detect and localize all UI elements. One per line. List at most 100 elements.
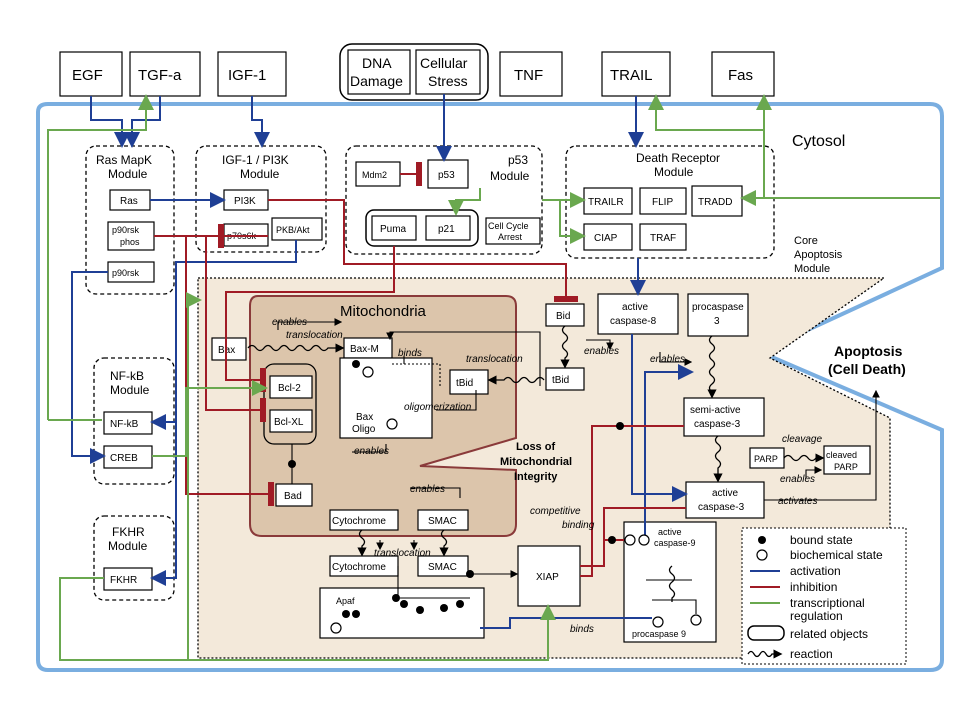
svg-text:Bax: Bax: [356, 412, 373, 423]
svg-text:Module: Module: [490, 169, 530, 183]
svg-text:caspase-8: caspase-8: [610, 316, 657, 327]
node-traf: TRAF: [639, 223, 687, 251]
legend-transcriptional-1: transcriptional: [790, 596, 865, 610]
svg-text:procaspase 9: procaspase 9: [632, 629, 686, 639]
svg-text:SMAC: SMAC: [428, 562, 457, 573]
svg-text:PARP: PARP: [754, 454, 778, 464]
svg-text:p21: p21: [438, 224, 455, 235]
legend-transcriptional-2: regulation: [790, 609, 843, 623]
loss-label-3: Integrity: [514, 471, 558, 483]
svg-text:TRAILR: TRAILR: [588, 197, 624, 208]
svg-text:Bax-M: Bax-M: [350, 344, 379, 355]
svg-text:3: 3: [714, 316, 720, 327]
label-binds-xiap: binds: [570, 624, 594, 635]
svg-text:Apaf: Apaf: [336, 596, 355, 606]
svg-text:caspase-3: caspase-3: [694, 419, 741, 430]
mitochondria-label: Mitochondria: [340, 303, 427, 320]
input-egf: EGF: [59, 51, 123, 97]
input-tgfa: TGF-a: [129, 51, 201, 97]
node-tbid-mito: tBid: [449, 369, 489, 395]
svg-text:NF-kB: NF-kB: [110, 369, 144, 383]
svg-text:Puma: Puma: [380, 224, 407, 235]
label-enables-c3: enables: [650, 354, 685, 365]
svg-text:phos: phos: [120, 237, 140, 247]
label-enables-mito: enables: [354, 446, 389, 457]
node-puma: Puma: [371, 215, 417, 241]
svg-text:active: active: [622, 302, 649, 313]
node-mdm2: Mdm2: [355, 161, 401, 187]
input-tnf: TNF: [499, 51, 563, 97]
svg-text:Bcl-XL: Bcl-XL: [274, 417, 304, 428]
label-enables-cyto: enables: [410, 484, 445, 495]
svg-text:procaspase: procaspase: [692, 302, 744, 313]
module-ras-mapk: Ras MapK Module: [85, 145, 175, 295]
svg-text:Ras MapK: Ras MapK: [96, 153, 152, 167]
svg-text:p90rsk: p90rsk: [112, 225, 140, 235]
node-bid: Bid: [545, 303, 585, 327]
svg-text:FLIP: FLIP: [652, 197, 673, 208]
svg-text:caspase-3: caspase-3: [698, 502, 745, 513]
label-binds-mito: binds: [398, 348, 422, 359]
svg-text:PARP: PARP: [834, 462, 858, 472]
svg-text:Fas: Fas: [728, 67, 753, 84]
svg-text:SMAC: SMAC: [428, 516, 457, 527]
svg-text:TGF-a: TGF-a: [138, 67, 182, 84]
svg-text:PI3K: PI3K: [234, 196, 256, 207]
node-bax-m: Bax-M: [343, 337, 393, 359]
label-enables-bid: enables: [584, 346, 619, 357]
legend-bound: bound state: [790, 533, 853, 547]
label-translocation-bax: translocation: [286, 330, 343, 341]
node-cytochrome: Cytochrome: [329, 555, 399, 577]
svg-text:active: active: [658, 527, 682, 537]
node-apaf: Apaf: [319, 587, 485, 639]
svg-text:Module: Module: [240, 167, 280, 181]
node-parp: PARP: [749, 447, 785, 469]
svg-text:Cytochrome: Cytochrome: [332, 562, 386, 573]
node-tradd: TRADD: [691, 185, 743, 217]
legend-related: related objects: [790, 627, 868, 641]
svg-text:TNF: TNF: [514, 67, 543, 84]
node-ras: Ras: [109, 189, 151, 211]
svg-text:PKB/Akt: PKB/Akt: [276, 225, 310, 235]
label-oligomerization: oligomerization: [404, 402, 472, 413]
svg-text:p53: p53: [438, 170, 455, 181]
cytosol-label: Cytosol: [792, 133, 845, 150]
loss-label-1: Loss of: [516, 441, 555, 453]
input-cellular-stress: Cellular Stress: [415, 49, 481, 95]
svg-text:Ras: Ras: [120, 196, 138, 207]
input-dna-damage: DNA Damage: [347, 49, 411, 95]
node-caspase-9-group: active caspase-9 procaspase 9: [623, 521, 717, 643]
svg-text:Cytochrome: Cytochrome: [332, 516, 386, 527]
core-label-1: Core: [794, 235, 818, 247]
svg-text:TRAF: TRAF: [650, 233, 676, 244]
inhibition-edges: [154, 162, 686, 577]
svg-text:p53: p53: [508, 153, 528, 167]
state-markers: [288, 360, 702, 634]
edge-labels: enables translocation binds translocatio…: [272, 317, 822, 635]
apoptosis-label-2: (Cell Death): [828, 361, 906, 377]
node-active-caspase-3: active caspase-3: [685, 481, 765, 519]
node-ciap: CIAP: [583, 223, 633, 251]
core-label-2: Apoptosis: [794, 249, 843, 261]
node-cytochrome-mito: Cytochrome: [329, 509, 399, 531]
node-p90rsk: p90rsk: [107, 261, 155, 283]
node-nfkb: NF-kB: [103, 411, 153, 435]
label-competitive-2: binding: [562, 520, 595, 531]
loss-label-2: Mitochondrial: [500, 456, 572, 468]
legend-reaction-marker: [747, 649, 783, 659]
svg-text:DNA: DNA: [362, 55, 392, 71]
puma-p21-group: [365, 209, 479, 247]
svg-text:Module: Module: [110, 383, 150, 397]
legend-inhibition: inhibition: [790, 580, 837, 594]
svg-text:Cellular: Cellular: [420, 55, 468, 71]
svg-text:NF-kB: NF-kB: [110, 419, 139, 430]
svg-text:Module: Module: [108, 539, 148, 553]
svg-text:active: active: [712, 488, 739, 499]
svg-text:Cell Cycle: Cell Cycle: [488, 221, 529, 231]
transcriptional-edges: [47, 94, 940, 661]
node-active-caspase-8: active caspase-8: [597, 293, 679, 335]
label-competitive-1: competitive: [530, 506, 581, 517]
svg-text:Module: Module: [108, 167, 148, 181]
